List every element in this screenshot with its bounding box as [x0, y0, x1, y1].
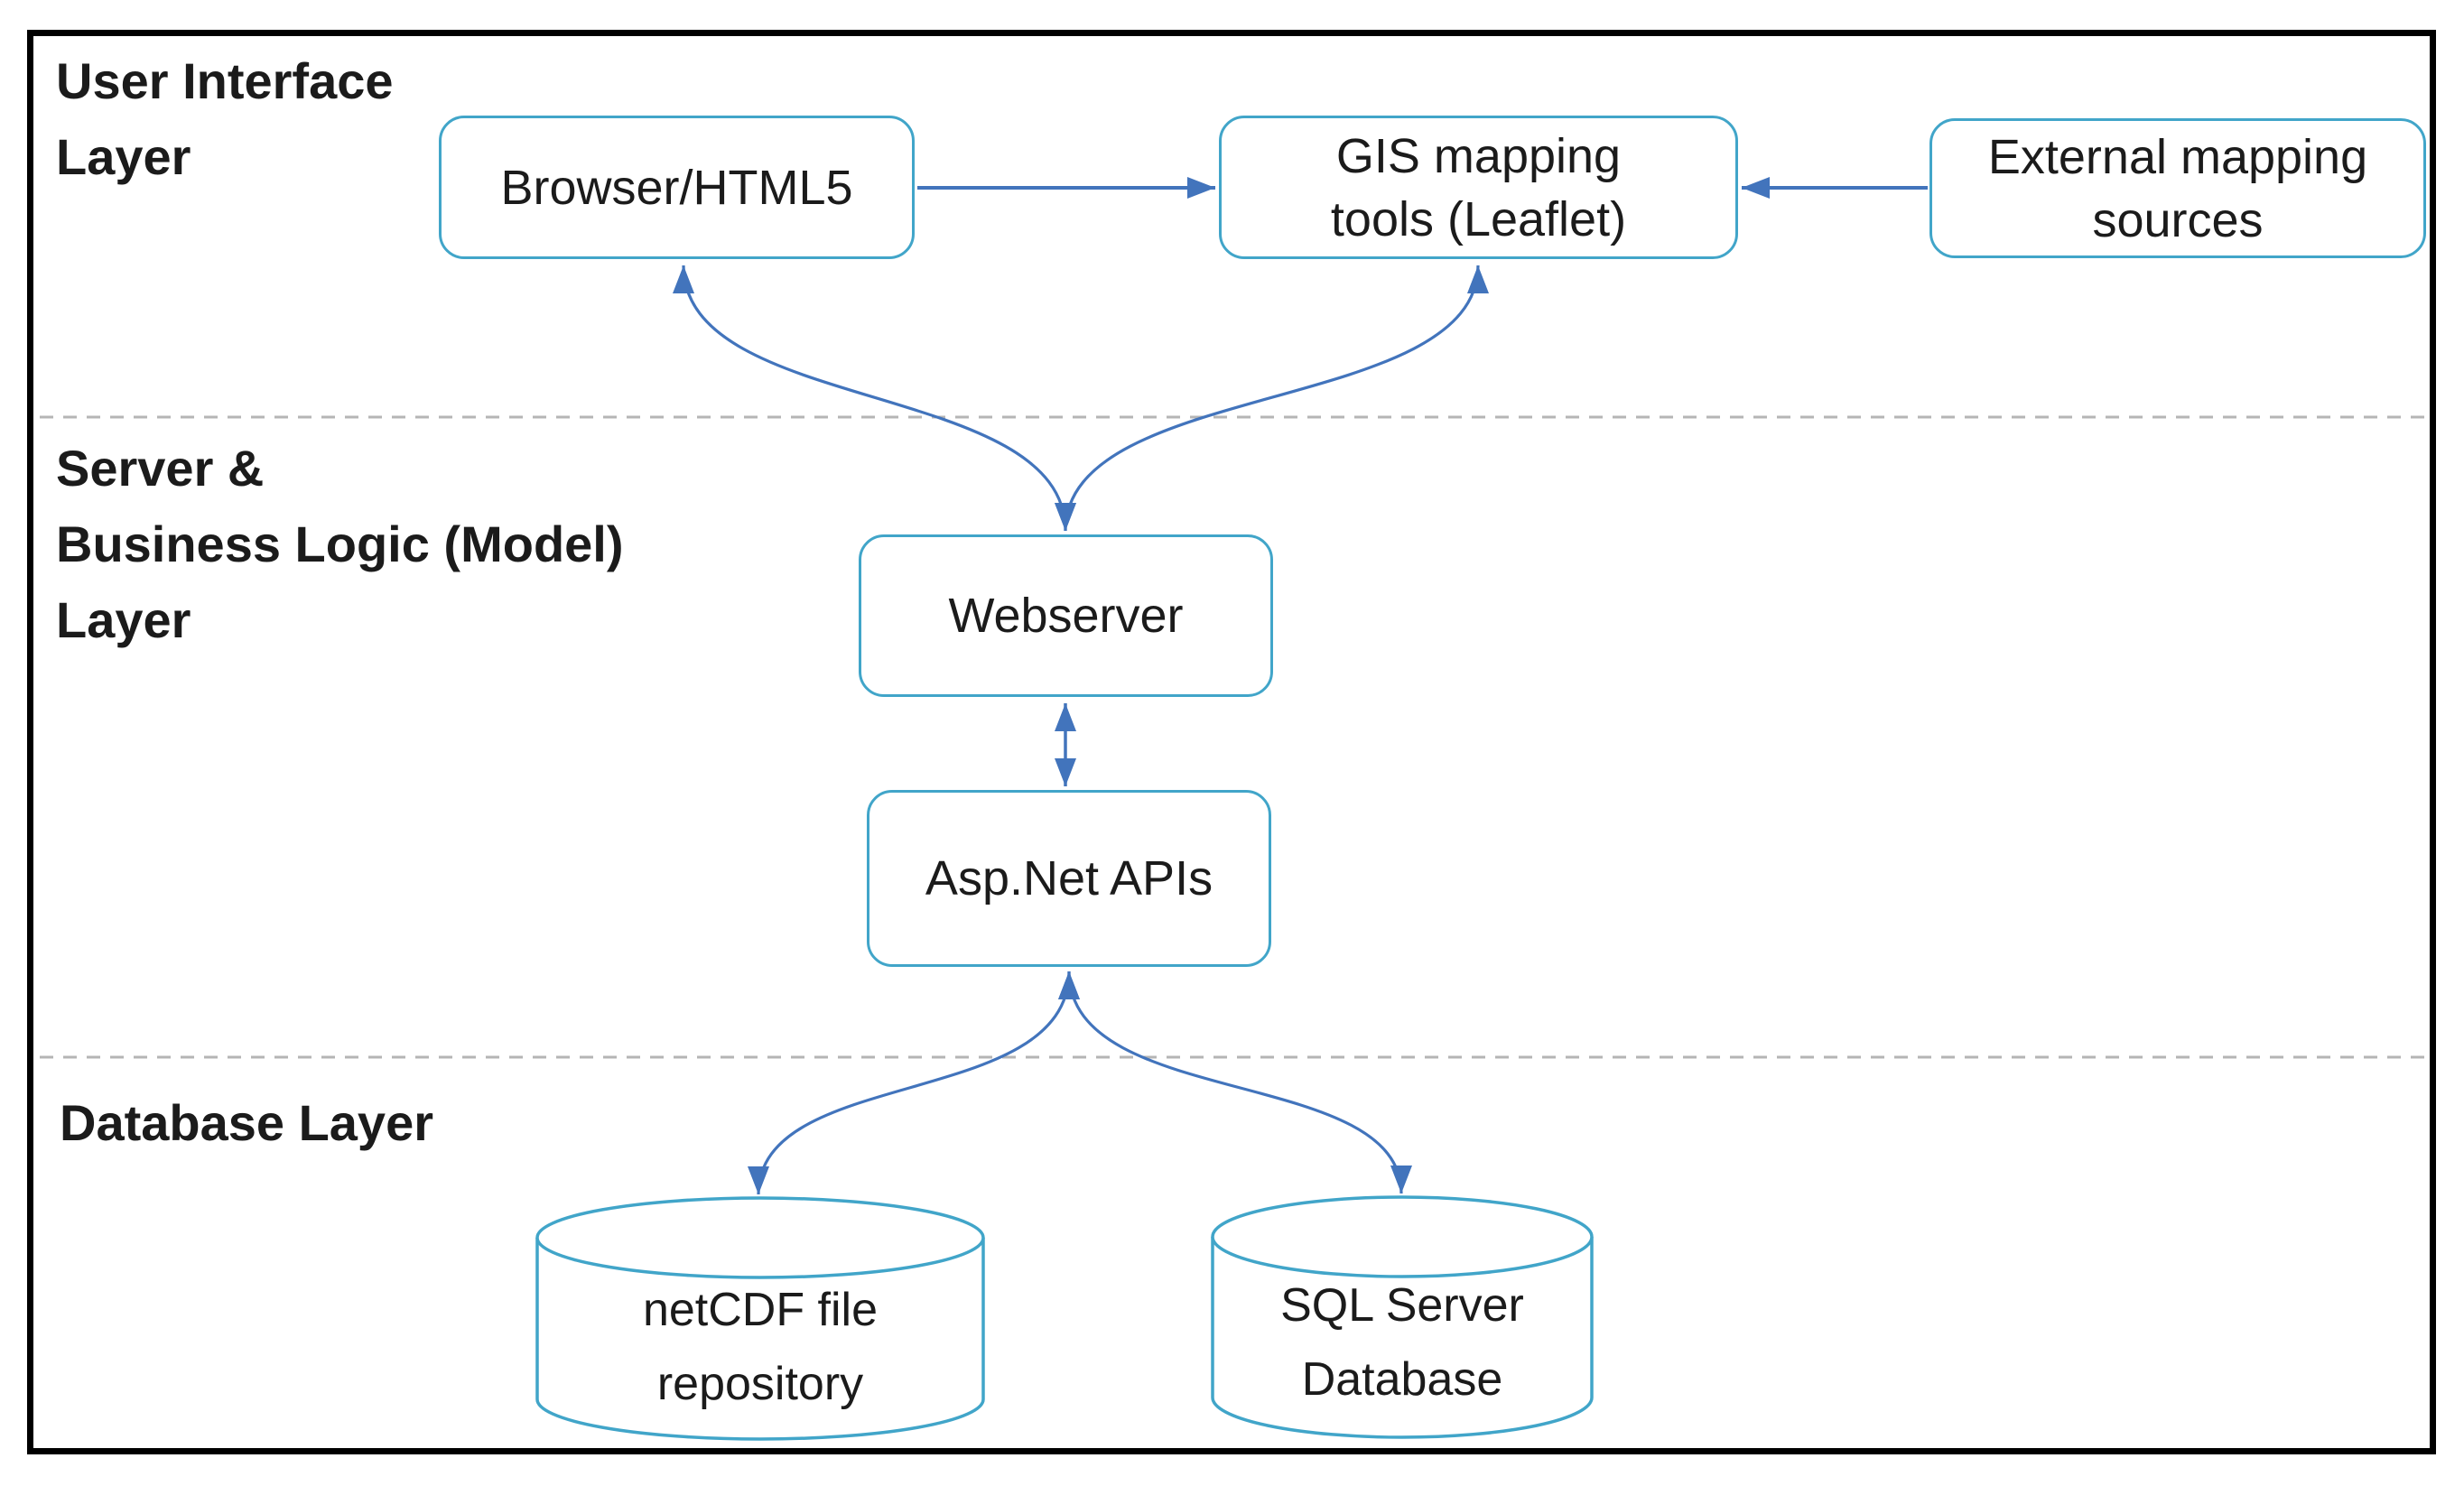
layer-label-line: User Interface — [56, 52, 394, 109]
node-label: SQL Server — [1280, 1279, 1524, 1332]
node-webserver: Webserver — [859, 534, 1273, 697]
arrow-aspnet-netcdf — [748, 971, 1080, 1195]
arrow-browser-webserver — [673, 265, 1076, 532]
node-gis-mapping-tools: GIS mapping tools (Leaflet) — [1219, 116, 1738, 259]
node-label: sources — [2092, 192, 2264, 247]
node-aspnet-apis: Asp.Net APIs — [867, 790, 1271, 967]
netcdf-cylinder-shape — [535, 1196, 985, 1441]
node-label: tools (Leaflet) — [1330, 191, 1627, 246]
node-sql-database-label: SQL Server Database — [1231, 1266, 1574, 1419]
layer-label-database: Database Layer — [60, 1085, 433, 1161]
layer-label-line: Database Layer — [60, 1094, 434, 1151]
layer-label-line: Layer — [56, 128, 191, 185]
node-label: External mapping — [1987, 129, 2368, 184]
layer-label-line: Server & — [56, 440, 265, 497]
node-label: repository — [656, 1358, 864, 1410]
node-label: Browser/HTML5 — [500, 160, 853, 215]
layer-label-user-interface: User Interface Layer — [56, 43, 394, 195]
node-label: Database — [1301, 1353, 1503, 1406]
node-label: Asp.Net APIs — [925, 851, 1213, 906]
node-label: Webserver — [948, 589, 1184, 643]
node-netcdf-repository-label: netCDF file repository — [562, 1266, 959, 1428]
node-external-mapping-sources: External mapping sources — [1929, 118, 2426, 258]
layer-label-server-business-logic: Server & Business Logic (Model) Layer — [56, 431, 624, 658]
node-browser-html5: Browser/HTML5 — [439, 116, 915, 259]
arrow-aspnet-sql — [1058, 971, 1412, 1194]
layer-label-line: Layer — [56, 591, 191, 648]
node-label: netCDF file — [642, 1284, 879, 1336]
sql-cylinder-shape — [1211, 1195, 1594, 1439]
arrow-gis-webserver — [1055, 265, 1489, 532]
layer-label-line: Business Logic (Model) — [56, 515, 624, 572]
outer-frame — [27, 30, 2436, 1454]
node-label: GIS mapping — [1335, 128, 1622, 183]
